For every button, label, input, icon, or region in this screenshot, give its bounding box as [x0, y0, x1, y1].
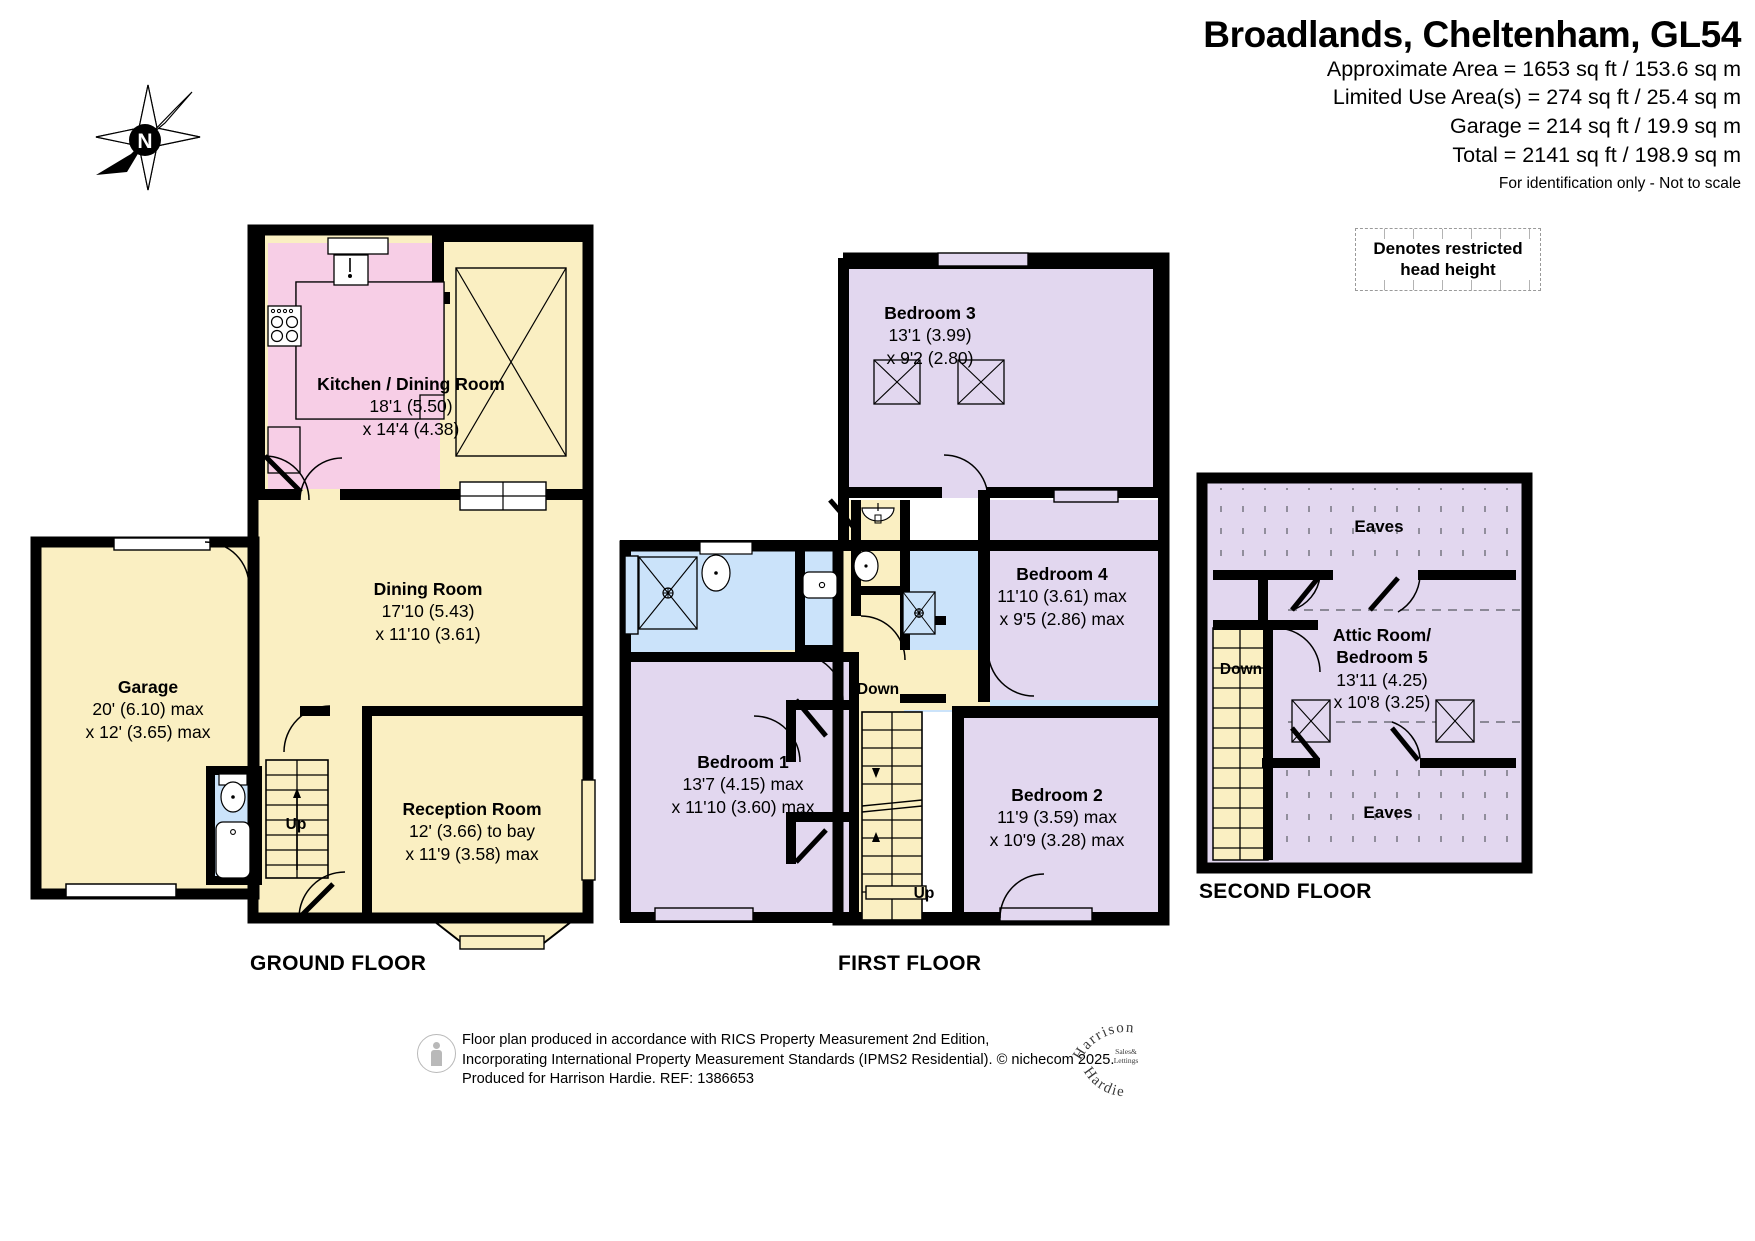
- floor-caption-ground: GROUND FLOOR: [250, 952, 427, 975]
- total-area-text: Total = 2141 sq ft / 198.9 sq m: [1452, 142, 1741, 167]
- limited-use-area-text: Limited Use Area(s) = 274 sq ft / 25.4 s…: [1332, 85, 1741, 110]
- kitchen-dining-dim2: x 14'4 (4.38): [362, 418, 460, 439]
- harrison-hardie-logo: Harrison Hardie Sales& Lettings: [1070, 1006, 1180, 1104]
- plan-header: Broadlands, Cheltenham, GL54 Approximate…: [1203, 14, 1741, 193]
- ground-wc-fixtures: [215, 773, 251, 879]
- room-label-kitchen-dining: Kitchen / Dining Room 18'1 (5.50) x 14'4…: [317, 373, 505, 440]
- dining-dim1: 17'10 (5.43): [381, 601, 475, 622]
- room-label-reception: Reception Room 12' (3.66) to bay x 11'9 …: [402, 798, 541, 865]
- ground-door-swings: [204, 455, 346, 919]
- brand-bottom-text: Hardie: [1080, 1064, 1124, 1100]
- garage-dim1: 20' (6.10) max: [92, 699, 204, 720]
- reception-dim2: x 11'9 (3.58) max: [405, 843, 539, 864]
- reception-name: Reception Room: [402, 799, 542, 819]
- bedroom1-dim1: 13'7 (4.15) max: [682, 774, 804, 795]
- bedroom2-dim1: 11'9 (3.59) max: [997, 807, 1117, 828]
- attic-name-line1: Attic Room/: [1332, 625, 1432, 645]
- room-label-bedroom4: Bedroom 4 11'10 (3.61) max x 9'5 (2.86) …: [997, 563, 1126, 630]
- garage-dim2: x 12' (3.65) max: [85, 721, 211, 742]
- footer-credits: Floor plan produced in accordance with R…: [462, 1031, 1114, 1090]
- stair-label-first-down: Down: [856, 681, 900, 698]
- second-staircase: [1213, 628, 1268, 860]
- room-label-garage: Garage 20' (6.10) max x 12' (3.65) max: [86, 676, 211, 743]
- second-floor-plan: [1196, 472, 1533, 874]
- floor-caption-second: SECOND FLOOR: [1199, 880, 1372, 903]
- room-label-dining: Dining Room 17'10 (5.43) x 11'10 (3.61): [374, 578, 483, 645]
- garage-area-text: Garage = 214 sq ft / 19.9 sq m: [1449, 114, 1741, 139]
- bedroom4-name: Bedroom 4: [1016, 564, 1108, 584]
- stair-label-ground-up: Up: [285, 816, 307, 833]
- brand-logo-svg: Harrison Hardie Sales& Lettings: [1070, 1020, 1139, 1101]
- reception-dim1: 12' (3.66) to bay: [409, 821, 535, 842]
- bedroom2-name: Bedroom 2: [1011, 785, 1103, 805]
- bedroom3-name: Bedroom 3: [884, 303, 976, 323]
- room-label-bedroom3: Bedroom 3 13'1 (3.99) x 9'2 (2.80): [884, 302, 975, 369]
- first-door-swings: [753, 454, 1045, 919]
- bedroom4-dim2: x 9'5 (2.86) max: [999, 608, 1125, 629]
- accessibility-person-icon: [417, 1034, 456, 1073]
- bedroom1-name: Bedroom 1: [697, 752, 789, 772]
- person-icon-body: [431, 1050, 442, 1066]
- first-floor-plan: [619, 252, 1170, 926]
- floor-caption-first: FIRST FLOOR: [838, 952, 982, 975]
- attic-dim1: 13'11 (4.25): [1336, 669, 1428, 690]
- person-icon-head: [433, 1042, 440, 1049]
- first-bathroom-fixtures: [638, 503, 936, 635]
- room-label-attic: Attic Room/ Bedroom 5 13'11 (4.25) x 10'…: [1333, 624, 1431, 714]
- bedroom2-dim2: x 10'9 (3.28) max: [989, 829, 1125, 850]
- dining-dim2: x 11'10 (3.61): [375, 623, 481, 644]
- room-label-bedroom1: Bedroom 1 13'7 (4.15) max x 11'10 (3.60)…: [671, 751, 814, 818]
- footer-line3: Produced for Harrison Hardie. REF: 13866…: [462, 1071, 755, 1088]
- ground-floor-plan: [30, 224, 596, 950]
- attic-name-line2: Bedroom 5: [1336, 647, 1428, 668]
- restricted-legend-label: Denotes restricted head height: [1356, 239, 1540, 280]
- stair-label-first-up: Up: [913, 885, 935, 902]
- svg-text:Hardie: Hardie: [1080, 1064, 1126, 1100]
- ground-staircase: [265, 759, 329, 879]
- footer-line2: Incorporating International Property Mea…: [462, 1051, 993, 1068]
- approx-area-text: Approximate Area = 1653 sq ft / 153.6 sq…: [1326, 56, 1741, 81]
- footer-line1: Floor plan produced in accordance with R…: [462, 1032, 990, 1048]
- disclaimer-text: For identification only - Not to scale: [1498, 175, 1741, 193]
- compass-north-label: N: [137, 130, 152, 153]
- footer-copyright: © nichecom 2025.: [996, 1051, 1115, 1068]
- attic-dim2: x 10'8 (3.25): [1333, 692, 1431, 713]
- eaves-label-top: Eaves: [1354, 517, 1404, 536]
- stair-label-second-down: Down: [1219, 661, 1263, 678]
- bedroom3-dim2: x 9'2 (2.80): [886, 347, 974, 368]
- kitchen-dining-dim1: 18'1 (5.50): [369, 396, 453, 417]
- room-label-bedroom2: Bedroom 2 11'9 (3.59) max x 10'9 (3.28) …: [990, 784, 1125, 851]
- eaves-label-bottom: Eaves: [1363, 803, 1413, 822]
- compass-rose: N: [95, 84, 201, 191]
- brand-mid-text-2: Lettings: [1114, 1056, 1139, 1065]
- bedroom3-dim1: 13'1 (3.99): [888, 325, 972, 346]
- garage-name: Garage: [117, 677, 179, 697]
- dining-name: Dining Room: [373, 579, 483, 599]
- page-title: Broadlands, Cheltenham, GL54: [1203, 14, 1741, 55]
- bedroom4-dim1: 11'10 (3.61) max: [997, 586, 1127, 607]
- bedroom1-dim2: x 11'10 (3.60) max: [671, 796, 815, 817]
- brand-mid-text-1: Sales&: [1115, 1047, 1137, 1056]
- kitchen-dining-name: Kitchen / Dining Room: [317, 374, 505, 394]
